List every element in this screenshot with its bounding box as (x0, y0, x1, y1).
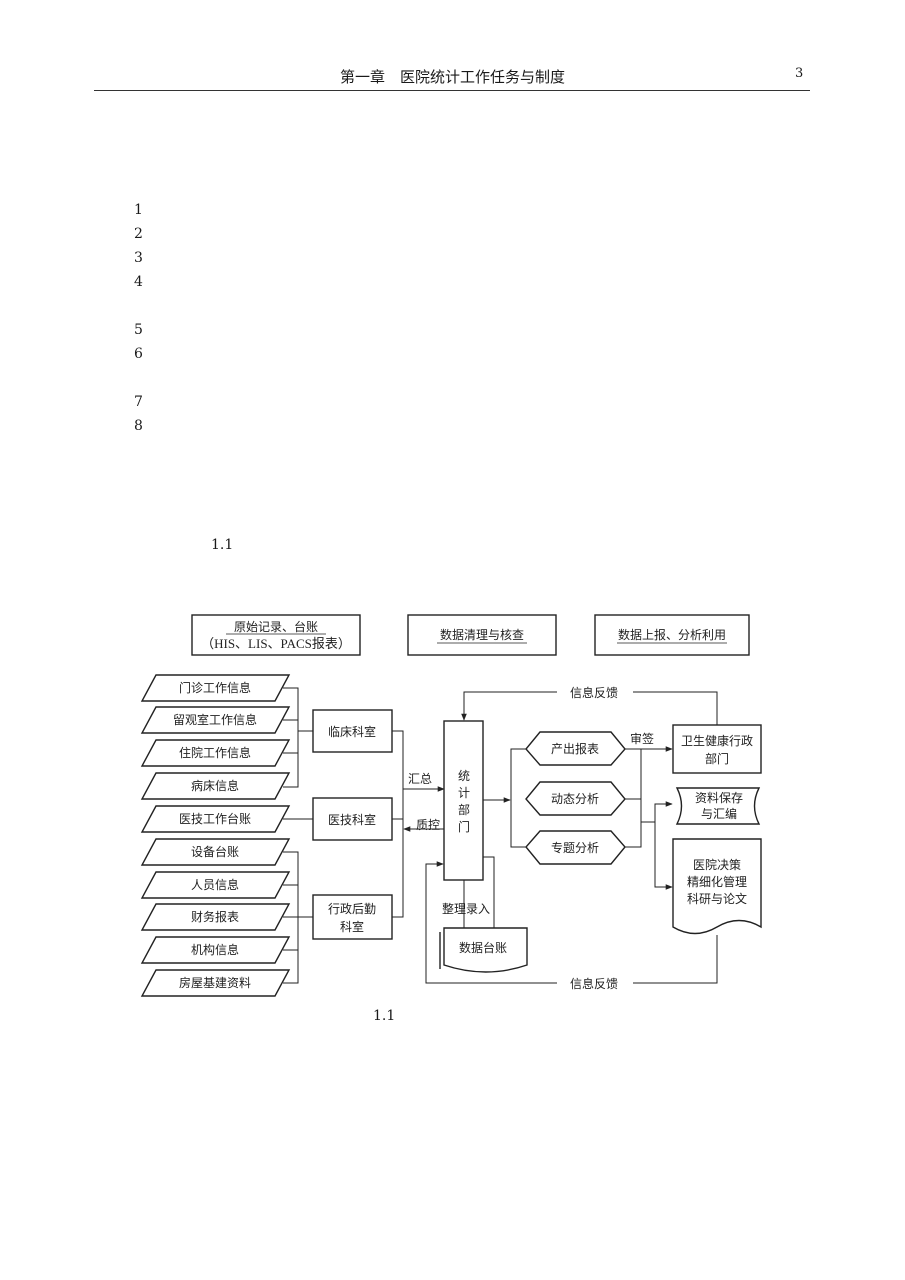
svg-text:与汇编: 与汇编 (701, 806, 737, 821)
svg-text:行政后勤: 行政后勤 (328, 902, 376, 916)
svg-text:数据上报、分析利用: 数据上报、分析利用 (618, 627, 726, 642)
dept-connectors (392, 730, 445, 918)
header-rule (94, 90, 810, 91)
page-number: 3 (795, 66, 804, 81)
svg-text:动态分析: 动态分析 (551, 792, 599, 806)
source-medtech-ledger: 医技工作台账 (140, 805, 291, 833)
svg-text:资料保存: 资料保存 (695, 791, 743, 805)
svg-text:病床信息: 病床信息 (191, 778, 239, 793)
svg-text:专题分析: 专题分析 (551, 840, 599, 855)
stage-header-reporting: 数据上报、分析利用 (594, 614, 750, 656)
hospital-decision-doc: 医院决策 精细化管理 科研与论文 (672, 838, 762, 935)
svg-text:门诊工作信息: 门诊工作信息 (179, 680, 251, 695)
list-number: 4 (134, 274, 143, 290)
figure-reference: 1.1 (211, 537, 234, 553)
svg-text:机构信息: 机构信息 (191, 942, 239, 957)
svg-text:医技工作台账: 医技工作台账 (179, 811, 251, 826)
svg-text:人员信息: 人员信息 (191, 877, 239, 892)
svg-text:卫生健康行政: 卫生健康行政 (681, 733, 753, 748)
output-topic-analysis: 专题分析 (525, 830, 626, 865)
svg-text:设备台账: 设备台账 (191, 844, 239, 859)
svg-text:科研与论文: 科研与论文 (687, 891, 747, 906)
label-entry: 整理录入 (442, 901, 490, 916)
dept-admin: 行政后勤 科室 (312, 894, 393, 940)
svg-text:原始记录、台账: 原始记录、台账 (234, 619, 318, 634)
svg-text:留观室工作信息: 留观室工作信息 (173, 712, 257, 727)
svg-text:部: 部 (458, 802, 470, 817)
label-feedback-top: 信息反馈 (570, 685, 618, 700)
source-inpatient: 住院工作信息 (140, 739, 291, 767)
label-feedback-bottom: 信息反馈 (570, 976, 618, 991)
source-institution: 机构信息 (140, 936, 291, 964)
stage-header-raw-records: 原始记录、台账 （HIS、LIS、PACS报表） (191, 614, 361, 656)
dept-clinical: 临床科室 (312, 709, 393, 753)
source-equipment: 设备台账 (140, 838, 291, 866)
feedback-top-loop (461, 691, 718, 725)
output-dynamic-analysis: 动态分析 (525, 781, 626, 816)
stats-department: 统 计 部 门 (443, 720, 484, 881)
svg-text:部门: 部门 (705, 751, 729, 766)
output-connectors (483, 746, 673, 890)
svg-text:财务报表: 财务报表 (191, 909, 239, 924)
svg-text:计: 计 (458, 786, 470, 800)
label-summary: 汇总 (408, 772, 432, 786)
svg-text:（HIS、LIS、PACS报表）: （HIS、LIS、PACS报表） (201, 636, 351, 651)
stage-header-cleaning: 数据清理与核查 (407, 614, 557, 656)
data-ledger: 数据台账 (439, 927, 528, 973)
figure-caption: 1.1 (373, 1008, 396, 1024)
source-outpatient: 门诊工作信息 (140, 674, 291, 702)
archive-compilation: 资料保存 与汇编 (675, 787, 761, 825)
dept-medtech: 医技科室 (312, 797, 393, 841)
svg-text:医技科室: 医技科室 (328, 812, 376, 827)
health-admin-dept: 卫生健康行政 部门 (672, 724, 762, 774)
svg-text:科室: 科室 (340, 919, 364, 934)
ledger-connectors (463, 856, 495, 928)
source-buildings: 房屋基建资料 (140, 969, 291, 997)
source-personnel: 人员信息 (140, 871, 291, 899)
list-number: 5 (134, 322, 143, 338)
list-number: 3 (134, 250, 143, 266)
svg-text:临床科室: 临床科室 (328, 724, 376, 739)
svg-text:住院工作信息: 住院工作信息 (179, 745, 251, 760)
svg-text:数据台账: 数据台账 (459, 940, 507, 955)
list-number: 7 (134, 394, 143, 410)
list-number: 2 (134, 226, 143, 242)
svg-text:精细化管理: 精细化管理 (687, 874, 747, 889)
svg-text:房屋基建资料: 房屋基建资料 (179, 975, 251, 990)
label-review: 审签 (630, 731, 654, 746)
source-observation: 留观室工作信息 (140, 706, 291, 734)
list-number: 1 (134, 202, 143, 218)
svg-text:医院决策: 医院决策 (693, 858, 741, 872)
running-header-title: 第一章 医院统计工作任务与制度 (339, 68, 565, 86)
svg-text:数据清理与核查: 数据清理与核查 (440, 627, 524, 642)
list-number: 6 (134, 346, 143, 362)
list-number: 8 (134, 418, 143, 434)
label-qc: 质控 (416, 818, 440, 832)
source-beds: 病床信息 (140, 772, 291, 800)
svg-text:统: 统 (458, 769, 470, 783)
svg-text:门: 门 (458, 819, 470, 834)
feedback-bottom-loop (425, 861, 718, 984)
output-report: 产出报表 (525, 731, 626, 766)
source-connectors (283, 687, 313, 984)
svg-text:产出报表: 产出报表 (551, 741, 599, 756)
source-finance: 财务报表 (140, 903, 291, 931)
